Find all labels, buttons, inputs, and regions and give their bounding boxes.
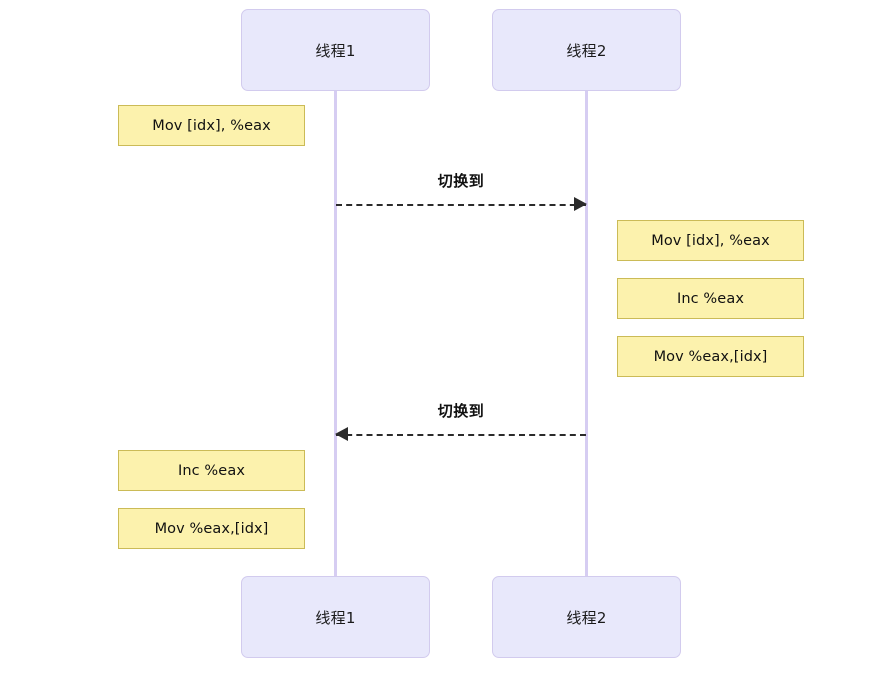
note-text: Inc %eax [177, 462, 245, 479]
note-thread2-inc[interactable]: Inc %eax [617, 278, 804, 319]
note-thread1-inc[interactable]: Inc %eax [118, 450, 305, 491]
lifeline-thread2 [585, 91, 588, 576]
note-text: Mov %eax,[idx] [154, 520, 269, 537]
note-text: Inc %eax [676, 290, 744, 307]
note-text: Mov %eax,[idx] [653, 348, 768, 365]
arrowhead-right-icon [574, 197, 587, 211]
lifeline-thread1 [334, 91, 337, 576]
participant-label: 线程1 [315, 608, 356, 627]
arrowhead-left-icon [335, 427, 348, 441]
participant-thread1-top[interactable]: 线程1 [241, 9, 430, 91]
message-line [336, 434, 586, 436]
note-thread1-mov-store[interactable]: Mov %eax,[idx] [118, 508, 305, 549]
participant-thread2-bottom[interactable]: 线程2 [492, 576, 681, 658]
message-line [336, 204, 586, 206]
participant-label: 线程1 [315, 41, 356, 60]
note-thread2-mov-load[interactable]: Mov [idx], %eax [617, 220, 804, 261]
note-thread1-mov-load[interactable]: Mov [idx], %eax [118, 105, 305, 146]
note-text: Mov [idx], %eax [152, 117, 271, 134]
message-label: 切换到 [437, 172, 485, 190]
participant-label: 线程2 [566, 608, 607, 627]
note-thread2-mov-store[interactable]: Mov %eax,[idx] [617, 336, 804, 377]
note-text: Mov [idx], %eax [651, 232, 770, 249]
message-switch-to-thread2[interactable]: 切换到 [336, 172, 587, 216]
message-label: 切换到 [437, 402, 485, 420]
participant-thread1-bottom[interactable]: 线程1 [241, 576, 430, 658]
participant-label: 线程2 [566, 41, 607, 60]
participant-thread2-top[interactable]: 线程2 [492, 9, 681, 91]
message-switch-to-thread1[interactable]: 切换到 [335, 402, 586, 446]
